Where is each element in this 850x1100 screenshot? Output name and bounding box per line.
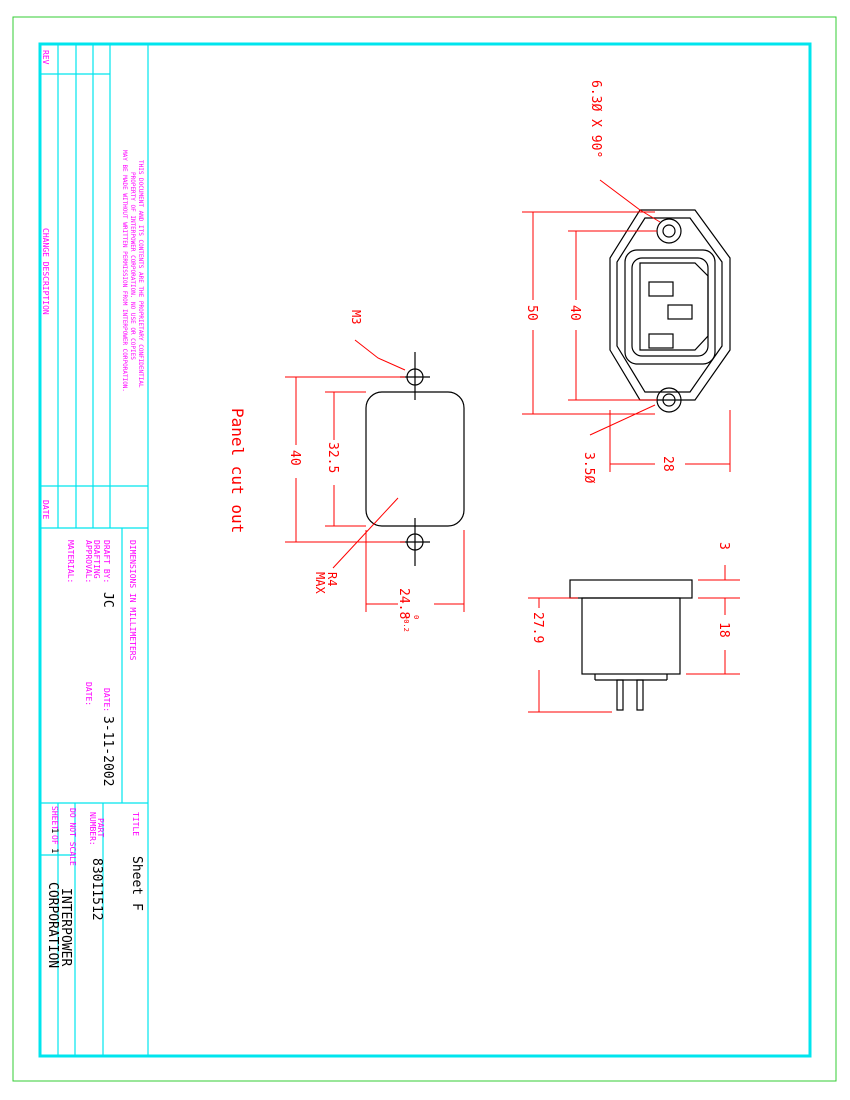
dimensions-note: DIMENSIONS IN MILLIMETERS bbox=[128, 540, 137, 661]
sheet-of: OF bbox=[50, 835, 59, 845]
part-label: PART bbox=[96, 818, 105, 837]
dim-32-5-label: 32.5 bbox=[325, 442, 340, 473]
body-inner-outline bbox=[631, 257, 709, 357]
approval-date-label: DATE: bbox=[84, 682, 93, 706]
proprietary-line-1: THIS DOCUMENT AND ITS CONTENTS ARE THE P… bbox=[137, 160, 144, 388]
rev-label: REV bbox=[41, 50, 50, 65]
dim-40-cutout-label: 40 bbox=[287, 450, 302, 466]
cutout-thread-label: M3 bbox=[349, 310, 363, 324]
drafting-label: DRAFTING bbox=[92, 540, 101, 579]
dim-3-label: 3 bbox=[716, 542, 731, 550]
cutout-outline bbox=[365, 391, 465, 527]
dim-24-8-label: 24.8 bbox=[396, 588, 411, 619]
mounting-hole-top-inner bbox=[662, 224, 676, 238]
side-pin-right bbox=[636, 679, 644, 711]
sheet-total: 1 bbox=[49, 848, 59, 853]
draft-by-label: DRAFT BY: bbox=[102, 540, 111, 583]
side-view-dimensions bbox=[528, 565, 740, 713]
do-not-scale: DO NOT SCALE bbox=[68, 808, 77, 866]
cutout-dimensions bbox=[285, 339, 465, 612]
panel-cutout bbox=[365, 352, 465, 566]
flange-outline bbox=[609, 209, 731, 401]
tolerance-zero: 0 bbox=[412, 615, 420, 619]
radius-label-2: MAX bbox=[313, 572, 327, 594]
pin-slot-ground bbox=[667, 304, 693, 320]
sheet-value: 1 bbox=[49, 828, 59, 833]
drawing-frame bbox=[38, 42, 812, 1058]
change-description-label: CHANGE DESCRIPTION bbox=[41, 228, 50, 315]
number-label: NUMBER: bbox=[88, 812, 97, 846]
dim-40-front-label: 40 bbox=[567, 305, 582, 321]
approval-label: APPROVAL: bbox=[84, 540, 93, 583]
socket-outline bbox=[639, 262, 709, 351]
title-label: TITLE bbox=[131, 812, 140, 836]
front-view bbox=[609, 209, 731, 413]
side-view bbox=[569, 579, 693, 711]
part-number: 83011512 bbox=[89, 858, 104, 921]
dim-50-label: 50 bbox=[524, 305, 539, 321]
outer-border bbox=[12, 16, 837, 1082]
radius-label-1: R4 bbox=[325, 572, 339, 586]
material-label: MATERIAL: bbox=[66, 540, 75, 583]
date-value: 3-11-2002 bbox=[100, 716, 115, 786]
company-line-1: INTERPOWER bbox=[58, 888, 73, 966]
draft-by-value: JC bbox=[100, 592, 115, 608]
dim-28-label: 28 bbox=[660, 456, 675, 472]
side-flange bbox=[569, 579, 693, 599]
title-block bbox=[40, 44, 149, 1056]
mounting-hole-top-outer bbox=[656, 218, 682, 244]
mounting-hole-bottom-inner bbox=[662, 393, 676, 407]
pin-slot-top bbox=[648, 281, 674, 297]
proprietary-line-3: MAY BE MADE WITHOUT WRITTEN PERMISSION F… bbox=[121, 150, 128, 392]
body-outline bbox=[624, 249, 716, 365]
side-pin-left bbox=[616, 679, 624, 711]
flange-inner-outline bbox=[616, 217, 723, 393]
tolerance-plus: +0.2 bbox=[402, 615, 410, 632]
chamfer-callout: 6.3Ø X 90° bbox=[588, 80, 603, 158]
company-line-2: CORPORATION bbox=[45, 882, 60, 968]
dim-27-9-label: 27.9 bbox=[530, 612, 545, 643]
panel-cutout-label: Panel cut out bbox=[228, 408, 247, 533]
title-value: Sheet F bbox=[129, 856, 144, 911]
side-body bbox=[581, 597, 681, 675]
proprietary-line-2: PROPERTY OF INTERPOWER CORPORATION. NO U… bbox=[129, 172, 136, 360]
front-view-dimensions bbox=[522, 179, 731, 472]
date-label-2: DATE: bbox=[102, 688, 111, 712]
dim-18-label: 18 bbox=[716, 622, 731, 638]
pin-slot-bottom bbox=[648, 333, 674, 349]
sheet-label: SHEET bbox=[50, 806, 59, 830]
hole-callout: 3.5Ø bbox=[581, 452, 596, 483]
date-label: DATE bbox=[41, 500, 50, 519]
